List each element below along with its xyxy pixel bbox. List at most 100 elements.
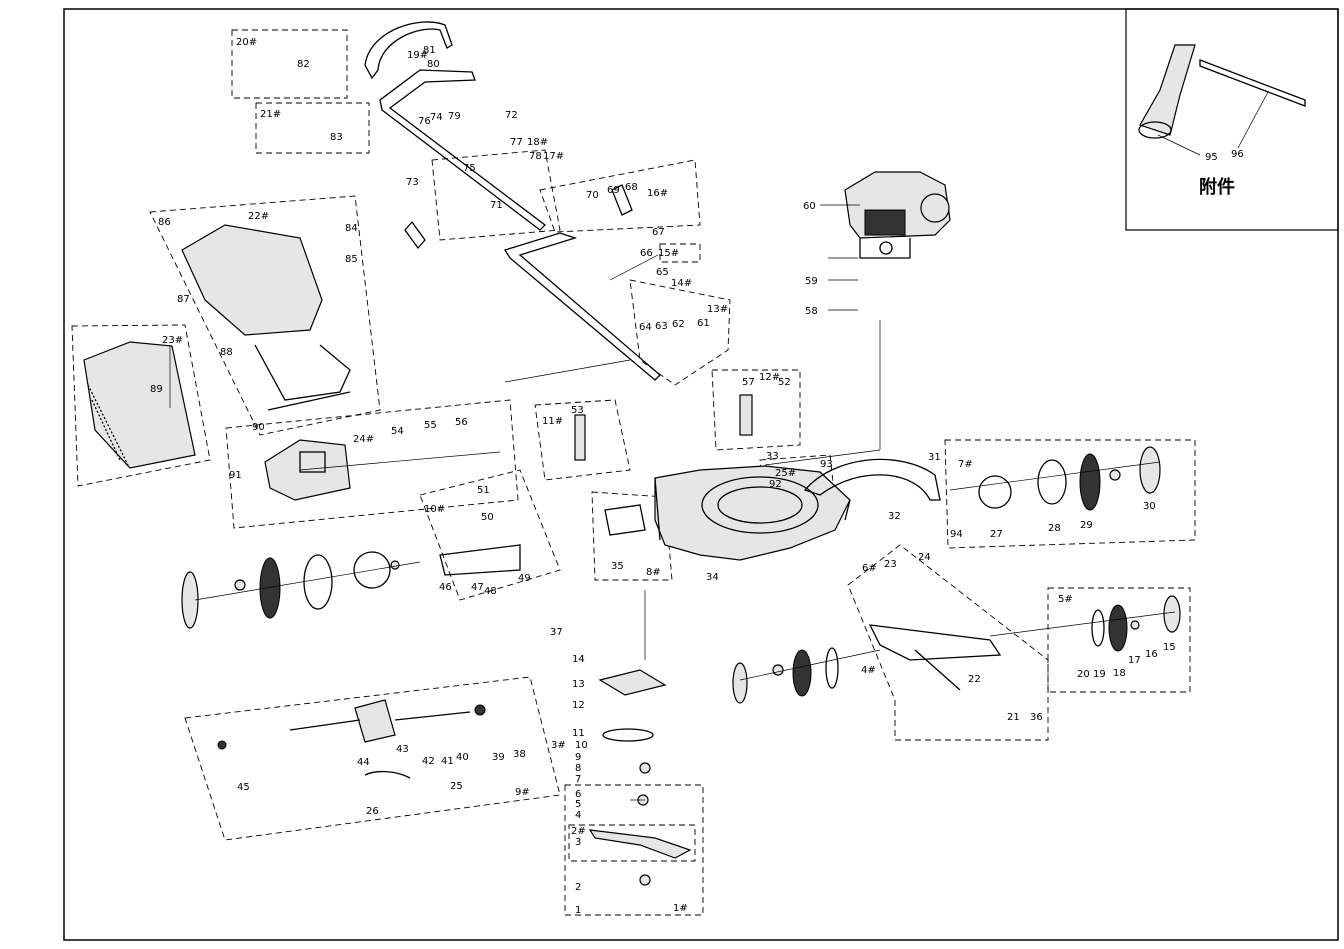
svg-text:51: 51: [477, 485, 490, 496]
wheels-front-left: [732, 647, 839, 704]
svg-text:84: 84: [345, 223, 358, 234]
wheels-right-rear: [978, 446, 1161, 511]
svg-text:8: 8: [575, 763, 581, 774]
svg-text:22: 22: [968, 674, 981, 685]
svg-text:69: 69: [607, 185, 620, 196]
svg-text:46: 46: [439, 582, 452, 593]
svg-text:2: 2: [575, 882, 581, 893]
svg-text:29: 29: [1080, 520, 1093, 531]
svg-text:34: 34: [706, 572, 719, 583]
svg-text:75: 75: [463, 163, 476, 174]
svg-text:54: 54: [391, 426, 404, 437]
svg-text:95: 95: [1205, 152, 1218, 163]
svg-text:15: 15: [1163, 642, 1176, 653]
svg-text:13#: 13#: [707, 304, 728, 315]
accessory-tool: [1138, 44, 1306, 139]
svg-text:23: 23: [884, 559, 897, 570]
svg-text:39: 39: [492, 752, 505, 763]
svg-text:70: 70: [586, 190, 599, 201]
wheels-front-right: [1091, 595, 1181, 652]
svg-text:13: 13: [572, 679, 585, 690]
svg-text:49: 49: [518, 573, 531, 584]
svg-text:88: 88: [220, 347, 233, 358]
svg-text:45: 45: [237, 782, 250, 793]
svg-text:4: 4: [575, 810, 581, 821]
wheels-left: [181, 551, 400, 629]
svg-text:42: 42: [422, 756, 435, 767]
svg-text:83: 83: [330, 132, 343, 143]
svg-text:27: 27: [990, 529, 1003, 540]
svg-text:67: 67: [652, 227, 665, 238]
svg-text:71: 71: [490, 200, 503, 211]
svg-text:38: 38: [513, 749, 526, 760]
svg-text:94: 94: [950, 529, 963, 540]
svg-text:79: 79: [448, 111, 461, 122]
drive-box: [217, 699, 486, 779]
svg-text:64: 64: [639, 322, 652, 333]
svg-text:60: 60: [803, 201, 816, 212]
svg-text:30: 30: [1143, 501, 1156, 512]
blade-assembly: [588, 669, 692, 886]
svg-text:18#: 18#: [527, 137, 548, 148]
svg-text:25: 25: [450, 781, 463, 792]
svg-text:20: 20: [1077, 669, 1090, 680]
svg-text:90: 90: [252, 422, 265, 433]
svg-text:15#: 15#: [658, 248, 679, 259]
svg-text:72: 72: [505, 110, 518, 121]
handle: [364, 21, 661, 381]
svg-text:33: 33: [766, 451, 779, 462]
svg-text:74: 74: [430, 112, 443, 123]
svg-text:16#: 16#: [647, 188, 668, 199]
svg-text:24: 24: [918, 552, 931, 563]
svg-text:62: 62: [672, 319, 685, 330]
svg-text:78: 78: [529, 151, 542, 162]
linkage-parts: [404, 184, 753, 576]
svg-text:61: 61: [697, 318, 710, 329]
svg-text:37: 37: [550, 627, 563, 638]
svg-text:10: 10: [575, 740, 588, 751]
svg-text:17: 17: [1128, 655, 1141, 666]
svg-text:9#: 9#: [515, 787, 530, 798]
front-axle: [868, 624, 1002, 691]
svg-text:48: 48: [484, 586, 497, 597]
svg-text:76: 76: [418, 116, 431, 127]
svg-text:11#: 11#: [542, 416, 563, 427]
svg-text:21#: 21#: [260, 109, 281, 120]
svg-text:87: 87: [177, 294, 190, 305]
svg-text:16: 16: [1145, 649, 1158, 660]
svg-text:52: 52: [778, 377, 791, 388]
svg-text:4#: 4#: [861, 665, 876, 676]
svg-text:35: 35: [611, 561, 624, 572]
svg-text:63: 63: [655, 321, 668, 332]
svg-text:22#: 22#: [248, 211, 269, 222]
svg-text:8#: 8#: [646, 567, 661, 578]
grass-bag: [83, 341, 196, 469]
svg-text:65: 65: [656, 267, 669, 278]
svg-text:26: 26: [366, 806, 379, 817]
svg-text:86: 86: [158, 217, 171, 228]
svg-text:31: 31: [928, 452, 941, 463]
svg-text:3: 3: [575, 837, 581, 848]
svg-text:19#: 19#: [407, 50, 428, 61]
svg-text:20#: 20#: [236, 37, 257, 48]
svg-text:43: 43: [396, 744, 409, 755]
svg-text:21: 21: [1007, 712, 1020, 723]
svg-text:55: 55: [424, 420, 437, 431]
group-outlines: [71, 29, 1196, 916]
svg-text:56: 56: [455, 417, 468, 428]
svg-text:17#: 17#: [543, 151, 564, 162]
svg-text:11: 11: [572, 728, 585, 739]
svg-text:28: 28: [1048, 523, 1061, 534]
drawing-frame: [63, 8, 1339, 941]
leader-lines: [169, 91, 1269, 801]
svg-text:58: 58: [805, 306, 818, 317]
svg-text:7: 7: [575, 774, 581, 785]
svg-text:1#: 1#: [673, 903, 688, 914]
svg-text:81: 81: [423, 45, 436, 56]
accessory-box: [1125, 8, 1339, 231]
svg-text:25#: 25#: [775, 468, 796, 479]
svg-text:66: 66: [640, 248, 653, 259]
svg-text:18: 18: [1113, 668, 1126, 679]
svg-text:96: 96: [1231, 149, 1244, 160]
